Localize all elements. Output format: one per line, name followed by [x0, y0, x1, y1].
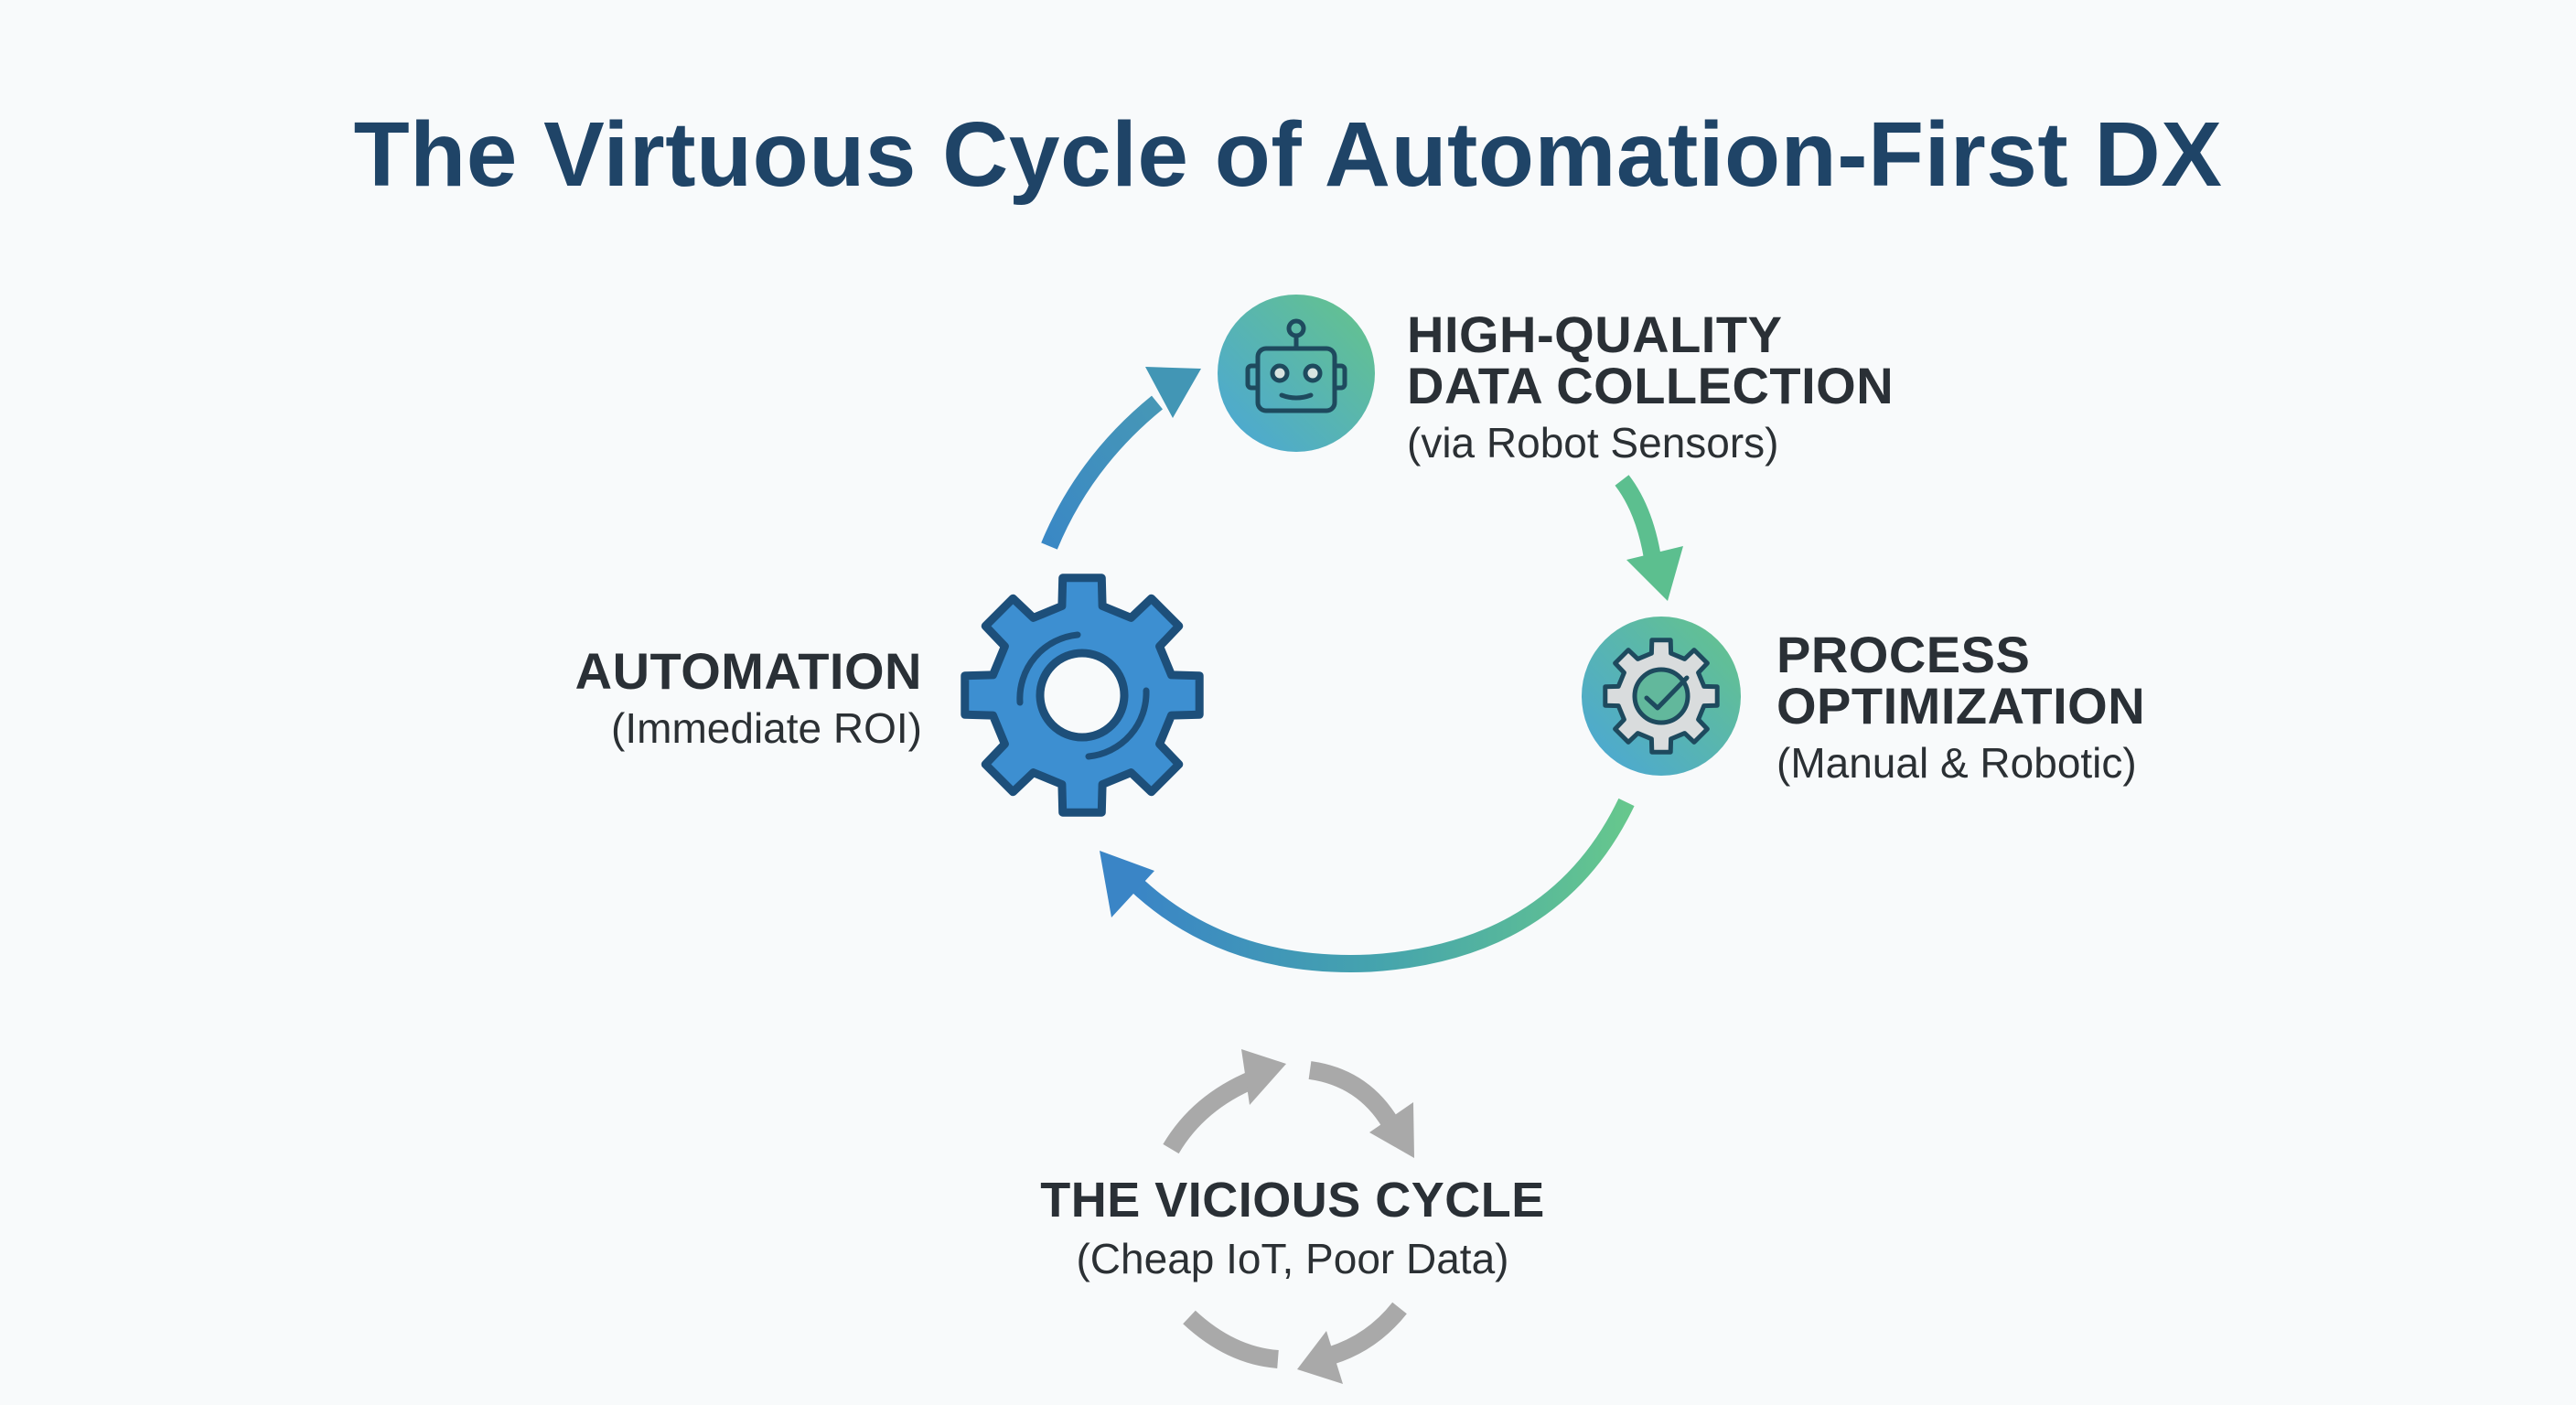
vicious-arrow-top-right — [1308, 1061, 1414, 1158]
page-title: The Virtuous Cycle of Automation-First D… — [353, 103, 2223, 206]
gear-check-icon-badge — [1582, 617, 1741, 776]
node-heading-line2: OPTIMIZATION — [1776, 677, 2146, 735]
arrow-automation-to-data — [1041, 367, 1201, 550]
vicious-cycle-subtitle: (Cheap IoT, Poor Data) — [1076, 1235, 1509, 1282]
node-heading-line1: PROCESS — [1776, 626, 2031, 683]
arrow-data-to-process — [1615, 475, 1683, 601]
node-process-optimization: PROCESS OPTIMIZATION (Manual & Robotic) — [1776, 629, 2145, 788]
node-automation: AUTOMATION (Immediate ROI) — [549, 646, 922, 754]
vicious-arrow-bottom-left — [1183, 1310, 1280, 1368]
cycle-arrows-icon — [1163, 1049, 1414, 1384]
gear-check-icon — [1603, 638, 1720, 755]
vicious-cycle-heading: THE VICIOUS CYCLE — [1040, 1173, 1545, 1228]
node-data-collection: HIGH-QUALITY DATA COLLECTION (via Robot … — [1407, 309, 1894, 468]
gear-icon — [961, 574, 1204, 817]
node-heading-line2: DATA COLLECTION — [1407, 357, 1894, 414]
node-subtitle: (via Robot Sensors) — [1407, 419, 1779, 467]
node-subtitle: (Immediate ROI) — [611, 704, 922, 752]
arrow-process-to-automation — [1100, 798, 1635, 972]
node-heading-line1: HIGH-QUALITY — [1407, 306, 1783, 363]
robot-icon-badge — [1218, 295, 1375, 452]
node-heading: AUTOMATION — [574, 642, 922, 700]
vicious-arrow-top-left — [1163, 1049, 1286, 1154]
robot-icon — [1245, 318, 1347, 413]
vicious-cycle-label: THE VICIOUS CYCLE (Cheap IoT, Poor Data) — [970, 1174, 1615, 1284]
node-subtitle: (Manual & Robotic) — [1776, 739, 2137, 787]
vicious-arrow-bottom-right — [1297, 1302, 1407, 1384]
